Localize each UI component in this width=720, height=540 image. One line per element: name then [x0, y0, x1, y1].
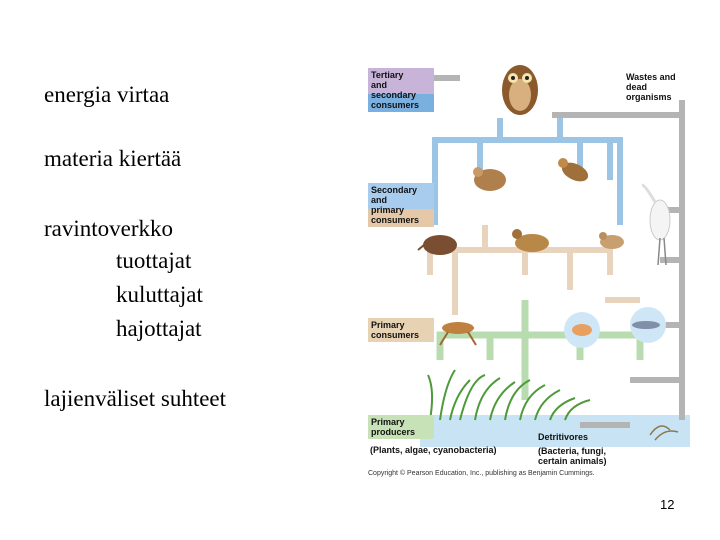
bullet-foodweb: ravintoverkko — [44, 216, 174, 241]
food-web-graphic — [417, 65, 690, 447]
bullet-energy: energia virtaa — [44, 82, 170, 107]
energy-arrows-tan — [427, 225, 640, 315]
mouse-icon — [473, 167, 506, 191]
heron-icon — [641, 183, 671, 266]
shrew-icon — [417, 235, 457, 255]
sandpiper-icon — [599, 232, 624, 249]
page-number: 12 — [660, 497, 675, 512]
owl-icon — [502, 65, 538, 115]
plants-icon — [427, 369, 591, 421]
food-web-diagram: Tertiary and secondary consumers Seconda… — [360, 60, 695, 485]
energy-arrows-green — [436, 300, 644, 400]
duck-icon — [512, 229, 549, 252]
detritivore-icon — [649, 425, 679, 441]
copyright-text: Copyright © Pearson Education, Inc., pub… — [368, 470, 595, 477]
label-detritivores-note: (Bacteria, fungi, certain animals) — [538, 446, 607, 466]
subbullet-consumers: kuluttajat — [116, 282, 203, 307]
label-primary-consumers: Primary consumers — [368, 318, 434, 342]
energy-arrows-blue — [432, 118, 623, 225]
water-area — [420, 415, 690, 447]
label-detritivores: Detritivores — [538, 432, 589, 442]
songbird-icon — [558, 158, 589, 182]
waste-arrows — [430, 75, 685, 420]
fish-icon — [630, 307, 666, 343]
label-secondary-consumers: Secondary and primary consumers — [368, 183, 434, 227]
bullet-interactions: lajienväliset suhteet — [44, 386, 227, 411]
zooplankton-icon — [564, 312, 600, 348]
label-tertiary-consumers: Tertiary and secondary consumers — [368, 68, 434, 112]
subbullet-producers: tuottajat — [116, 248, 192, 273]
label-producers-note: (Plants, algae, cyanobacteria) — [370, 445, 497, 455]
grasshopper-icon — [439, 322, 477, 346]
label-primary-producers: Primary producers — [368, 415, 434, 439]
subbullet-decomposers: hajottajat — [116, 316, 202, 341]
label-wastes: Wastes and dead organisms — [626, 72, 676, 102]
bullet-matter: materia kiertää — [44, 146, 182, 171]
